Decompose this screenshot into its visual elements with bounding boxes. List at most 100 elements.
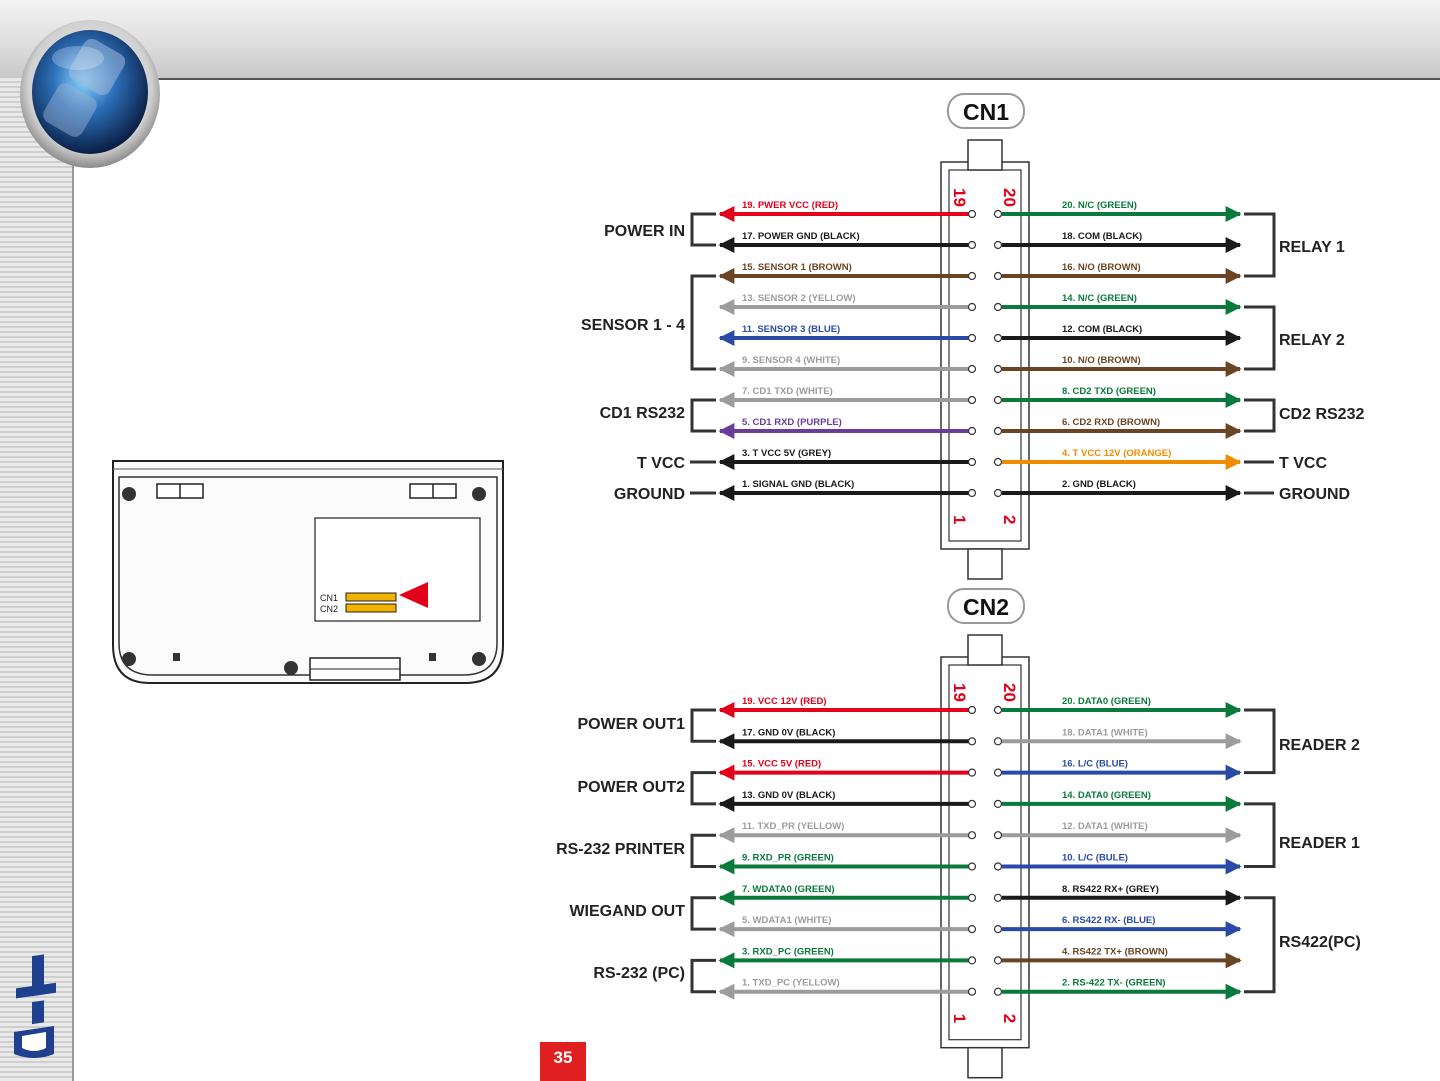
cn2-pin-hole	[993, 987, 1003, 996]
cn2-left-wire-label: 9. RXD_PR (GREEN)	[742, 853, 834, 864]
cn1-right-group-label: RELAY 2	[1279, 332, 1345, 349]
cn2-pin-hole	[967, 987, 977, 996]
cn1-right-bracket	[1244, 305, 1276, 371]
cn2-left-wire-label: 17. GND 0V (BLACK)	[742, 727, 835, 738]
cn2-right-bracket	[1244, 802, 1276, 868]
cn1-left-wire-label: 1. SIGNAL GND (BLACK)	[742, 479, 854, 490]
cn1-left-group-label: SENSOR 1 - 4	[581, 317, 685, 334]
cn1-top-key	[967, 139, 1003, 171]
cn2-left-bracket	[690, 708, 716, 743]
cn2-left-bracket	[690, 833, 716, 868]
cn1-right-wire-label: 14. N/C (GREEN)	[1062, 293, 1137, 304]
cn2-right-wire-label: 20. DATA0 (GREEN)	[1062, 696, 1151, 707]
cn1-pin-top-left: 19	[950, 188, 969, 207]
cn2-pin-hole	[993, 956, 1003, 965]
cn1-pin-hole	[967, 240, 977, 250]
cn2-right-wire-label: 14. DATA0 (GREEN)	[1062, 790, 1151, 801]
device-cn2-label: CN2	[320, 604, 338, 614]
cn2-pin-hole	[993, 768, 1003, 777]
keypad-orb-logo	[20, 20, 160, 168]
cn2-left-wire-label: 1. TXD_PC (YELLOW)	[742, 978, 840, 989]
cn1-pin-hole	[967, 457, 977, 467]
cn1-left-group-label: CD1 RS232	[600, 405, 685, 422]
cn2-mini-connector	[345, 603, 397, 613]
cn1-left-wire-label: 13. SENSOR 2 (YELLOW)	[742, 293, 856, 304]
cn1-left-group-label: T VCC	[637, 455, 685, 472]
cn2-pin-hole	[967, 799, 977, 809]
cn2-right-wire-label: 2. RS-422 TX- (GREEN)	[1062, 978, 1165, 989]
cn2-left-group-label: WIEGAND OUT	[569, 903, 685, 920]
cn1-right-wire-label: 6. CD2 RXD (BROWN)	[1062, 417, 1160, 428]
cn1-pin-hole	[967, 395, 977, 405]
cn1-left-wire-label: 15. SENSOR 1 (BROWN)	[742, 262, 852, 273]
cn1-right-wire-label: 12. COM (BLACK)	[1062, 324, 1142, 335]
cn2-left-wire-label: 13. GND 0V (BLACK)	[742, 790, 835, 801]
cn1-right-wire-label: 4. T VCC 12V (ORANGE)	[1062, 448, 1171, 459]
cn1-left-wire-label: 11. SENSOR 3 (BLUE)	[742, 324, 840, 335]
cn2-left-bracket	[690, 771, 716, 806]
red-pointer-arrow	[399, 582, 428, 608]
cn2-pin-hole	[967, 831, 977, 840]
cn2-pin-hole	[967, 924, 977, 934]
cn1-left-wire-label: 7. CD1 TXD (WHITE)	[742, 386, 833, 397]
cn2-pin-hole	[993, 924, 1003, 934]
cn2-right-bracket	[1244, 896, 1276, 994]
cn2-left-wire-label: 11. TXD_PR (YELLOW)	[742, 821, 844, 832]
cn2-left-group-label: RS-232 (PC)	[593, 965, 685, 982]
cn2-pin-hole	[993, 737, 1003, 746]
cn1-pin-hole	[993, 240, 1003, 250]
cn1-pin-hole	[993, 364, 1003, 374]
cn2-title: CN2	[963, 594, 1009, 620]
cn1-pin-bottom-left: 1	[950, 515, 969, 524]
cn1-pin-hole	[993, 271, 1003, 281]
header-banner	[0, 0, 1440, 80]
cn1-left-group-label: POWER IN	[604, 223, 685, 240]
cn2-pin-bottom-right: 2	[1000, 1014, 1019, 1023]
cn2-pin-hole	[967, 956, 977, 965]
cn1-right-wire-label: 16. N/O (BROWN)	[1062, 262, 1141, 273]
cn1-connector-housing	[940, 161, 1030, 550]
cn2-left-group-label: POWER OUT1	[577, 716, 685, 733]
cn2-right-wire-label: 18. DATA1 (WHITE)	[1062, 727, 1148, 738]
cn2-right-group-label: READER 2	[1279, 737, 1360, 754]
cn1-right-wire-label: 10. N/O (BROWN)	[1062, 355, 1141, 366]
cn1-pin-hole	[967, 271, 977, 281]
cn1-title: CN1	[963, 99, 1009, 125]
cn2-pin-hole	[993, 799, 1003, 809]
cn1-pin-hole	[967, 426, 977, 436]
cn2-pin-hole	[967, 737, 977, 746]
cn2-pin-top-left: 19	[950, 683, 969, 702]
cn1-left-bracket	[690, 274, 716, 371]
cn2-bottom-key	[967, 1046, 1003, 1079]
cn2-title-pill	[947, 588, 1025, 624]
cn1-pin-hole	[993, 488, 1003, 498]
cn2-right-wire-label: 12. DATA1 (WHITE)	[1062, 821, 1148, 832]
cn2-right-wire-label: 6. RS422 RX- (BLUE)	[1062, 915, 1155, 926]
cn2-pin-hole	[993, 831, 1003, 840]
cn1-pin-hole	[993, 395, 1003, 405]
brand-logo	[14, 954, 56, 1058]
cn1-pin-hole	[967, 364, 977, 374]
cn2-left-group-label: RS-232 PRINTER	[556, 841, 685, 858]
cn2-top-key	[967, 634, 1003, 666]
cn1-pin-hole	[967, 488, 977, 498]
cn2-pin-hole	[993, 862, 1003, 871]
device-back-panel: CN1 CN2	[112, 460, 504, 684]
page-number-badge: 35	[540, 1042, 586, 1081]
cn1-pin-hole	[967, 209, 977, 219]
cn1-right-wire-label: 18. COM (BLACK)	[1062, 231, 1142, 242]
cn1-left-wire-label: 17. POWER GND (BLACK)	[742, 231, 860, 242]
cn2-left-wire-label: 3. RXD_PC (GREEN)	[742, 946, 834, 957]
sidebar-stripe	[0, 78, 74, 1081]
cn2-pin-hole	[967, 768, 977, 777]
cn2-pin-hole	[993, 705, 1003, 715]
cn1-pin-hole	[967, 333, 977, 343]
cn1-left-bracket	[690, 212, 716, 247]
cn1-pin-hole	[993, 302, 1003, 312]
cn2-pin-hole	[967, 705, 977, 715]
cn2-right-group-label: READER 1	[1279, 835, 1360, 852]
cn1-right-group-label: T VCC	[1279, 455, 1327, 472]
